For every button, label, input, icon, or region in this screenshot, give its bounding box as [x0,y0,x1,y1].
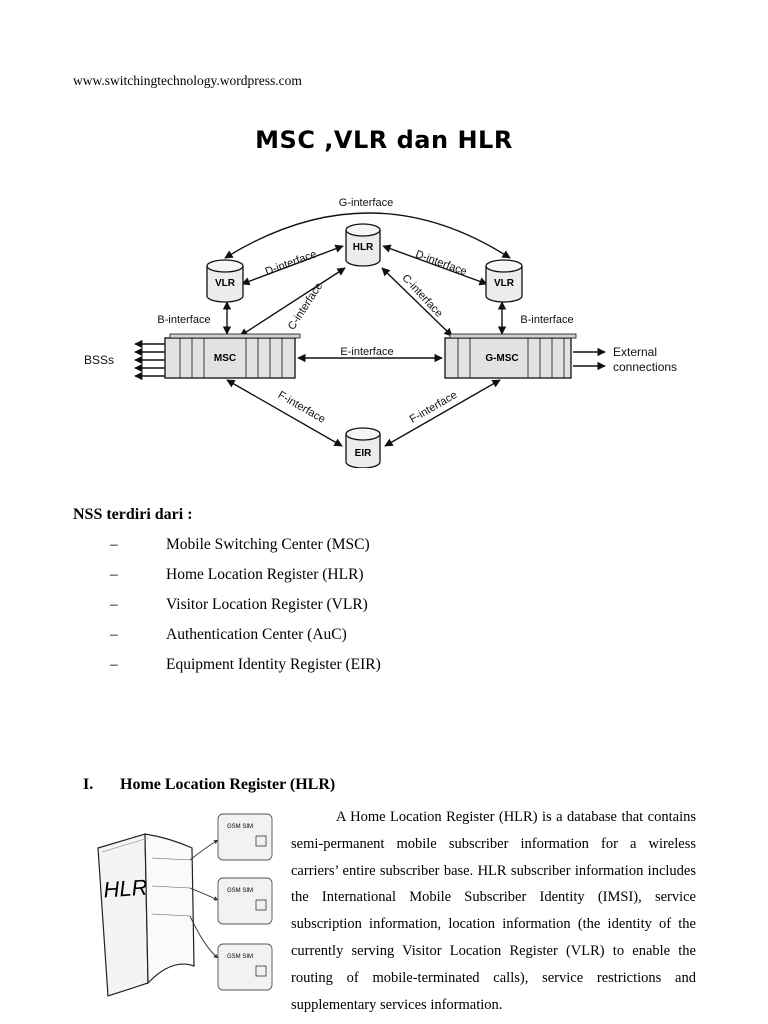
list-item: – Authentication Center (AuC) [110,626,347,644]
c-interface-right-label: C-interface [399,272,444,320]
list-item-text: Mobile Switching Center (MSC) [166,536,370,553]
b-interface-right-label: B-interface [520,314,573,326]
b-interface-left-label: B-interface [157,314,210,326]
f-interface-left-label: F-interface [276,389,328,426]
list-item: – Mobile Switching Center (MSC) [110,536,370,554]
e-interface-label: E-interface [340,346,393,358]
nss-heading: NSS terdiri dari : [73,506,193,523]
section-number: I. [83,776,94,793]
hlr-book-icon: HLR [97,833,195,997]
svg-text:VLR: VLR [215,278,236,289]
list-dash: – [110,596,118,613]
msc-switch-node: MSC [164,333,301,379]
vlr-right-node: VLR [485,259,523,303]
svg-text:GSM SIM: GSM SIM [227,888,253,894]
sim-card-icon: GSM SIM [217,813,273,861]
nss-network-diagram: HLR VLR VLR EIR MSC [84,197,677,468]
d-interface-left-label: D-interface [264,248,319,278]
hlr-sim-illustration: HLR GSM SIM GSM SIM GSM SIM [97,813,273,997]
list-item-text: Home Location Register (HLR) [166,566,364,583]
list-item: – Equipment Identity Register (EIR) [110,656,381,674]
bss-label: BSSs [84,353,114,367]
g-interface-label: G-interface [339,197,393,209]
svg-text:GSM SIM: GSM SIM [227,824,253,830]
hlr-description-paragraph: A Home Location Register (HLR) is a data… [291,809,696,1013]
list-item-text: Authentication Center (AuC) [166,626,347,643]
svg-text:MSC: MSC [214,353,236,364]
eir-database-node: EIR [345,427,381,468]
svg-text:VLR: VLR [494,278,515,289]
svg-text:GSM SIM: GSM SIM [227,954,253,960]
list-dash: – [110,566,118,583]
page-title: MSC ,VLR dan HLR [255,126,513,154]
section-title: Home Location Register (HLR) [120,776,336,793]
list-item: – Home Location Register (HLR) [110,566,364,584]
svg-text:EIR: EIR [355,448,372,459]
svg-text:G-MSC: G-MSC [485,353,518,364]
sim-card-icon: GSM SIM [217,877,273,925]
external-label-line1: External [613,345,657,359]
list-dash: – [110,536,118,553]
vlr-left-node: VLR [206,259,244,303]
list-item: – Visitor Location Register (VLR) [110,596,368,614]
list-dash: – [110,626,118,643]
svg-text:HLR: HLR [353,242,374,253]
gmsc-switch-node: G-MSC [444,333,577,379]
svg-text:HLR: HLR [103,875,149,903]
list-item-text: Visitor Location Register (VLR) [166,596,368,613]
list-item-text: Equipment Identity Register (EIR) [166,656,381,673]
external-label-line2: connections [613,360,677,374]
sim-card-icon: GSM SIM [217,943,273,991]
section-heading: I. Home Location Register (HLR) [83,776,335,794]
c-interface-left-label: C-interface [286,281,325,333]
list-dash: – [110,656,118,673]
hlr-database-node: HLR [345,223,381,267]
d-interface-right-label: D-interface [414,248,469,278]
source-url[interactable]: www.switchingtechnology.wordpress.com [73,73,302,88]
